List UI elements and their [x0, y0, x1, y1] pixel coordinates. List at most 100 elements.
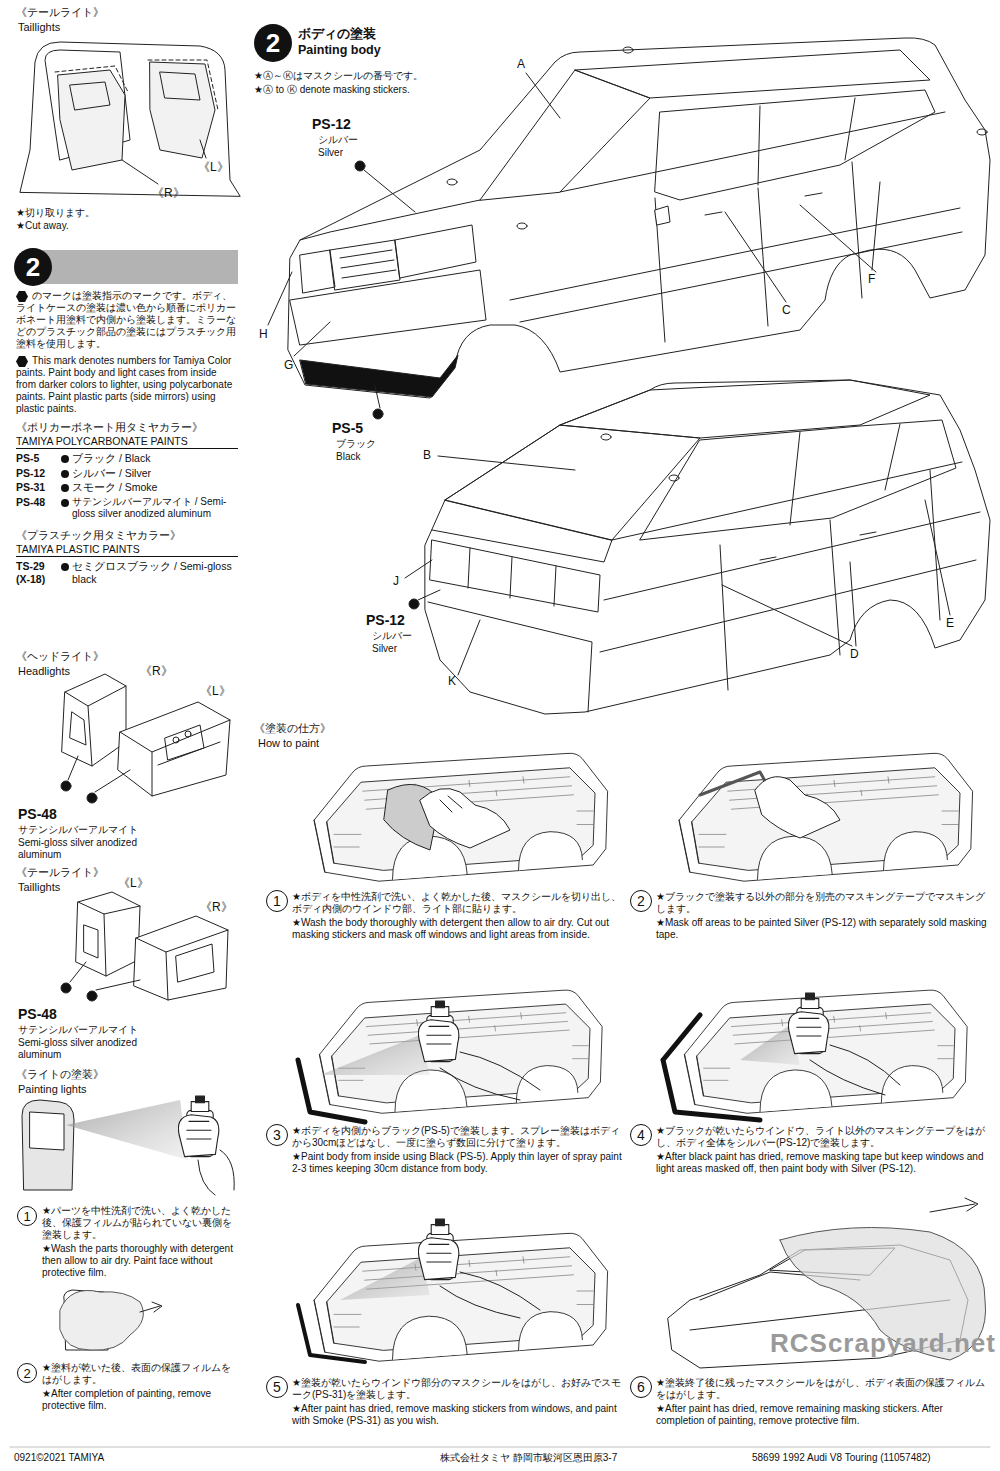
step-text: ★塗料が乾いた後、表面の保護フィルムをはがします。 [42, 1362, 238, 1386]
intro-text: のマークは塗装指示のマークです。ボディ、ライトケースの塗装は濃い色から順番にポリ… [16, 290, 238, 350]
step-number: 6 [630, 1376, 652, 1398]
step-text: ★Wash the body thoroughly with detergent… [292, 917, 626, 941]
step-text: ★Wash the parts thoroughly with detergen… [42, 1243, 238, 1279]
paint-code: PS-31 [16, 481, 45, 494]
step-text: ★パーツを中性洗剤で洗い、よく乾かした後、保護フィルムが貼られていない裏側を塗装… [42, 1205, 238, 1241]
sticker-letter: G [284, 358, 293, 372]
sticker-letter: H [259, 327, 268, 341]
step-number: 2 [630, 890, 652, 912]
paint-name: シルバー [372, 630, 412, 642]
step-number: 3 [266, 1124, 288, 1146]
step-digit: 2 [26, 252, 40, 283]
paint-name: ブラック / Black [60, 452, 238, 465]
paint-name: シルバー [318, 134, 358, 146]
step-number: 2 [17, 1363, 37, 1383]
step-digit: 4 [637, 1127, 645, 1143]
sticker-letter: C [782, 303, 791, 317]
table-heading: TAMIYA PLASTIC PAINTS [16, 543, 238, 558]
paint-code: PS-12 [366, 612, 405, 629]
paint-name: サテンシルバーアルマイト [18, 1024, 138, 1036]
section-heading: Taillights [18, 881, 60, 894]
part-label: 《R》 [200, 900, 233, 914]
paint-name: Semi-gloss silver anodized aluminum [18, 1037, 148, 1061]
step-number: 2 [14, 248, 52, 286]
sticker-letter: B [423, 448, 431, 462]
paint-name: Black [336, 451, 360, 463]
step-number: 2 [254, 24, 292, 62]
step-digit: 5 [273, 1379, 281, 1395]
paint-code: PS-48 [16, 496, 45, 509]
paint-code: PS-12 [16, 467, 45, 480]
product-code: 58699 1992 Audi V8 Touring (11057482) [752, 1452, 931, 1464]
paint-name: シルバー / Silver [60, 467, 238, 480]
section-heading: Painting lights [18, 1083, 87, 1096]
section-heading: 《ポリカーボネート用タミヤカラー》 [16, 421, 203, 434]
table-heading: TAMIYA POLYCARBONATE PAINTS [16, 435, 238, 450]
paint-code: (X-18) [16, 573, 45, 586]
step-text: ★After paint has dried, remove masking s… [292, 1403, 626, 1427]
step-text: ★After completion of painting, remove pr… [42, 1388, 238, 1412]
step-number: 1 [17, 1206, 37, 1226]
paint-name: サテンシルバーアルマイト / Semi-gloss silver anodize… [60, 496, 238, 520]
sticker-letter: A [517, 57, 525, 71]
paint-name: ブラック [336, 438, 376, 450]
part-label: 《L》 [198, 160, 229, 174]
sticker-letter: F [868, 272, 875, 286]
step-text: ★ボディを中性洗剤で洗い、よく乾かした後、マスクシールを切り出し、ボディ内側のウ… [292, 891, 626, 915]
step-text: ★塗装終了後に残ったマスクシールをはがし、ボディ表面の保護フィルムをはがします。 [656, 1377, 990, 1401]
step-digit: 2 [23, 1366, 30, 1381]
sticker-letter: D [850, 647, 859, 661]
step-text: ★Mask off areas to be painted Silver (PS… [656, 917, 990, 941]
part-label: 《R》 [140, 664, 173, 678]
step-text: ★ブラックで塗装する以外の部分を別売のマスキングテープでマスキングします。 [656, 891, 990, 915]
step-digit: 3 [273, 1127, 281, 1143]
watermark: RCScrapyard.net [770, 1328, 996, 1359]
section-heading: 《プラスチック用タミヤカラー》 [16, 529, 181, 542]
sticker-letter: E [946, 616, 954, 630]
step-digit: 1 [23, 1209, 30, 1224]
section-heading: 《ライトの塗装》 [16, 1068, 104, 1081]
sticker-letter: K [448, 674, 456, 688]
paint-name: Silver [372, 643, 397, 655]
note: ★Cut away. [16, 220, 69, 232]
step-text: ★塗装が乾いたらウインドウ部分のマスクシールをはがし、お好みでスモーク(PS-3… [292, 1377, 626, 1401]
paint-code: PS-5 [16, 452, 39, 465]
section-heading: 《ヘッドライト》 [16, 650, 104, 663]
paint-name: サテンシルバーアルマイト [18, 824, 138, 836]
note: ★Ⓐ～Ⓚはマスクシールの番号です。 [254, 70, 423, 82]
section-heading: 《テールライト》 [16, 866, 104, 879]
section-heading: How to paint [258, 737, 319, 750]
note: ★Ⓐ to Ⓚ denote masking stickers. [254, 84, 410, 96]
section-heading: Taillights [18, 21, 60, 34]
step-digit: 2 [637, 893, 645, 909]
paint-code: PS-5 [332, 420, 363, 437]
step-digit: 1 [273, 893, 281, 909]
paint-code: PS-48 [18, 806, 57, 823]
sticker-letter: J [393, 574, 399, 588]
step-text: ★After black paint has dried, remove mas… [656, 1151, 990, 1175]
part-label: 《R》 [152, 186, 185, 200]
company-address: 株式会社タミヤ 静岡市駿河区恩田原3-7 [440, 1452, 617, 1464]
paint-code: TS-29 [16, 560, 45, 573]
paint-code: PS-48 [18, 1006, 57, 1023]
copyright: 0921©2021 TAMIYA [14, 1452, 104, 1464]
section-heading: 《テールライト》 [16, 6, 104, 19]
paint-name: Silver [318, 147, 343, 159]
step-heading: Painting body [298, 43, 381, 58]
intro-text: This mark denotes numbers for Tamiya Col… [16, 355, 238, 415]
step-heading: ボディの塗装 [298, 27, 376, 42]
step-digit: 6 [637, 1379, 645, 1395]
step-text: ★ボディを内側からブラック(PS-5)で塗装します。スプレー塗装はボディから30… [292, 1125, 626, 1149]
step-text: ★Paint body from inside using Black (PS-… [292, 1151, 626, 1175]
note: ★切り取ります。 [16, 207, 95, 219]
part-label: 《L》 [118, 876, 149, 890]
part-label: 《L》 [200, 684, 231, 698]
step-number: 1 [266, 890, 288, 912]
paint-name: セミグロスブラック / Semi-gloss black [60, 560, 238, 585]
paint-name: スモーク / Smoke [60, 481, 238, 494]
step-digit: 2 [266, 28, 280, 59]
section-heading: 《塗装の仕方》 [254, 722, 331, 735]
step-text: ★ブラックが乾いたらウインドウ、ライト以外のマスキングテープをはがし、ボディ全体… [656, 1125, 990, 1149]
step-number: 4 [630, 1124, 652, 1146]
paint-code: PS-12 [312, 116, 351, 133]
